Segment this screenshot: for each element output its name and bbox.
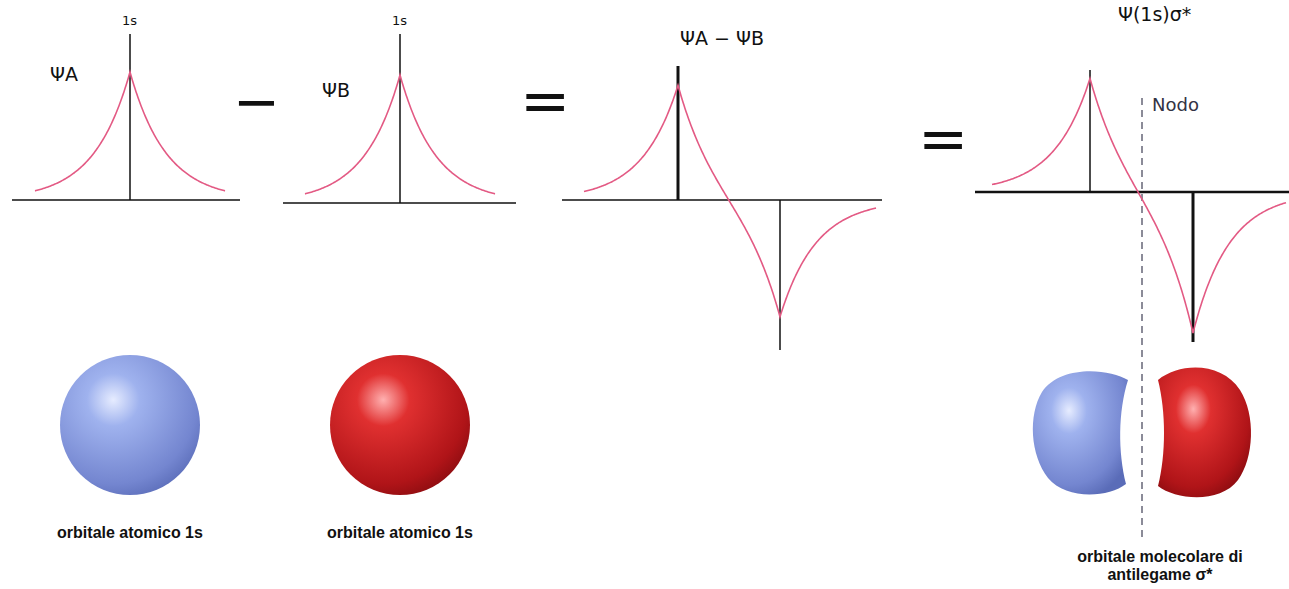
axis-label: ΨB [322, 80, 350, 102]
orbital-caption: orbitale molecolare di antilegame σ* [1071, 548, 1249, 585]
wavefunction-curve [305, 75, 495, 194]
orbital-caption: orbitale atomico 1s [325, 524, 475, 542]
wavefunction-curve [584, 85, 876, 317]
wavefunction-curve [35, 72, 225, 191]
operator-sign: = [918, 104, 968, 173]
axis-label: 1s [122, 14, 137, 29]
axis-label: 1s [392, 14, 407, 29]
operator-sign: = [520, 66, 570, 135]
axis-label: Ψ(1s)σ* [1118, 4, 1191, 26]
axis-label: Nodo [1152, 95, 1199, 116]
red-lobe [1158, 368, 1251, 498]
axis-label: ΨA [50, 64, 78, 86]
blue-sphere [60, 355, 200, 495]
orbital-caption: orbitale atomico 1s [55, 524, 205, 542]
axis-label: ΨA − ΨB [680, 28, 764, 50]
operator-sign: − [233, 70, 280, 134]
blue-lobe [1033, 371, 1128, 494]
wavefunction-curve [992, 78, 1286, 333]
red-sphere [330, 355, 470, 495]
axes [12, 34, 1289, 540]
wavefunction-curves [35, 72, 1286, 333]
